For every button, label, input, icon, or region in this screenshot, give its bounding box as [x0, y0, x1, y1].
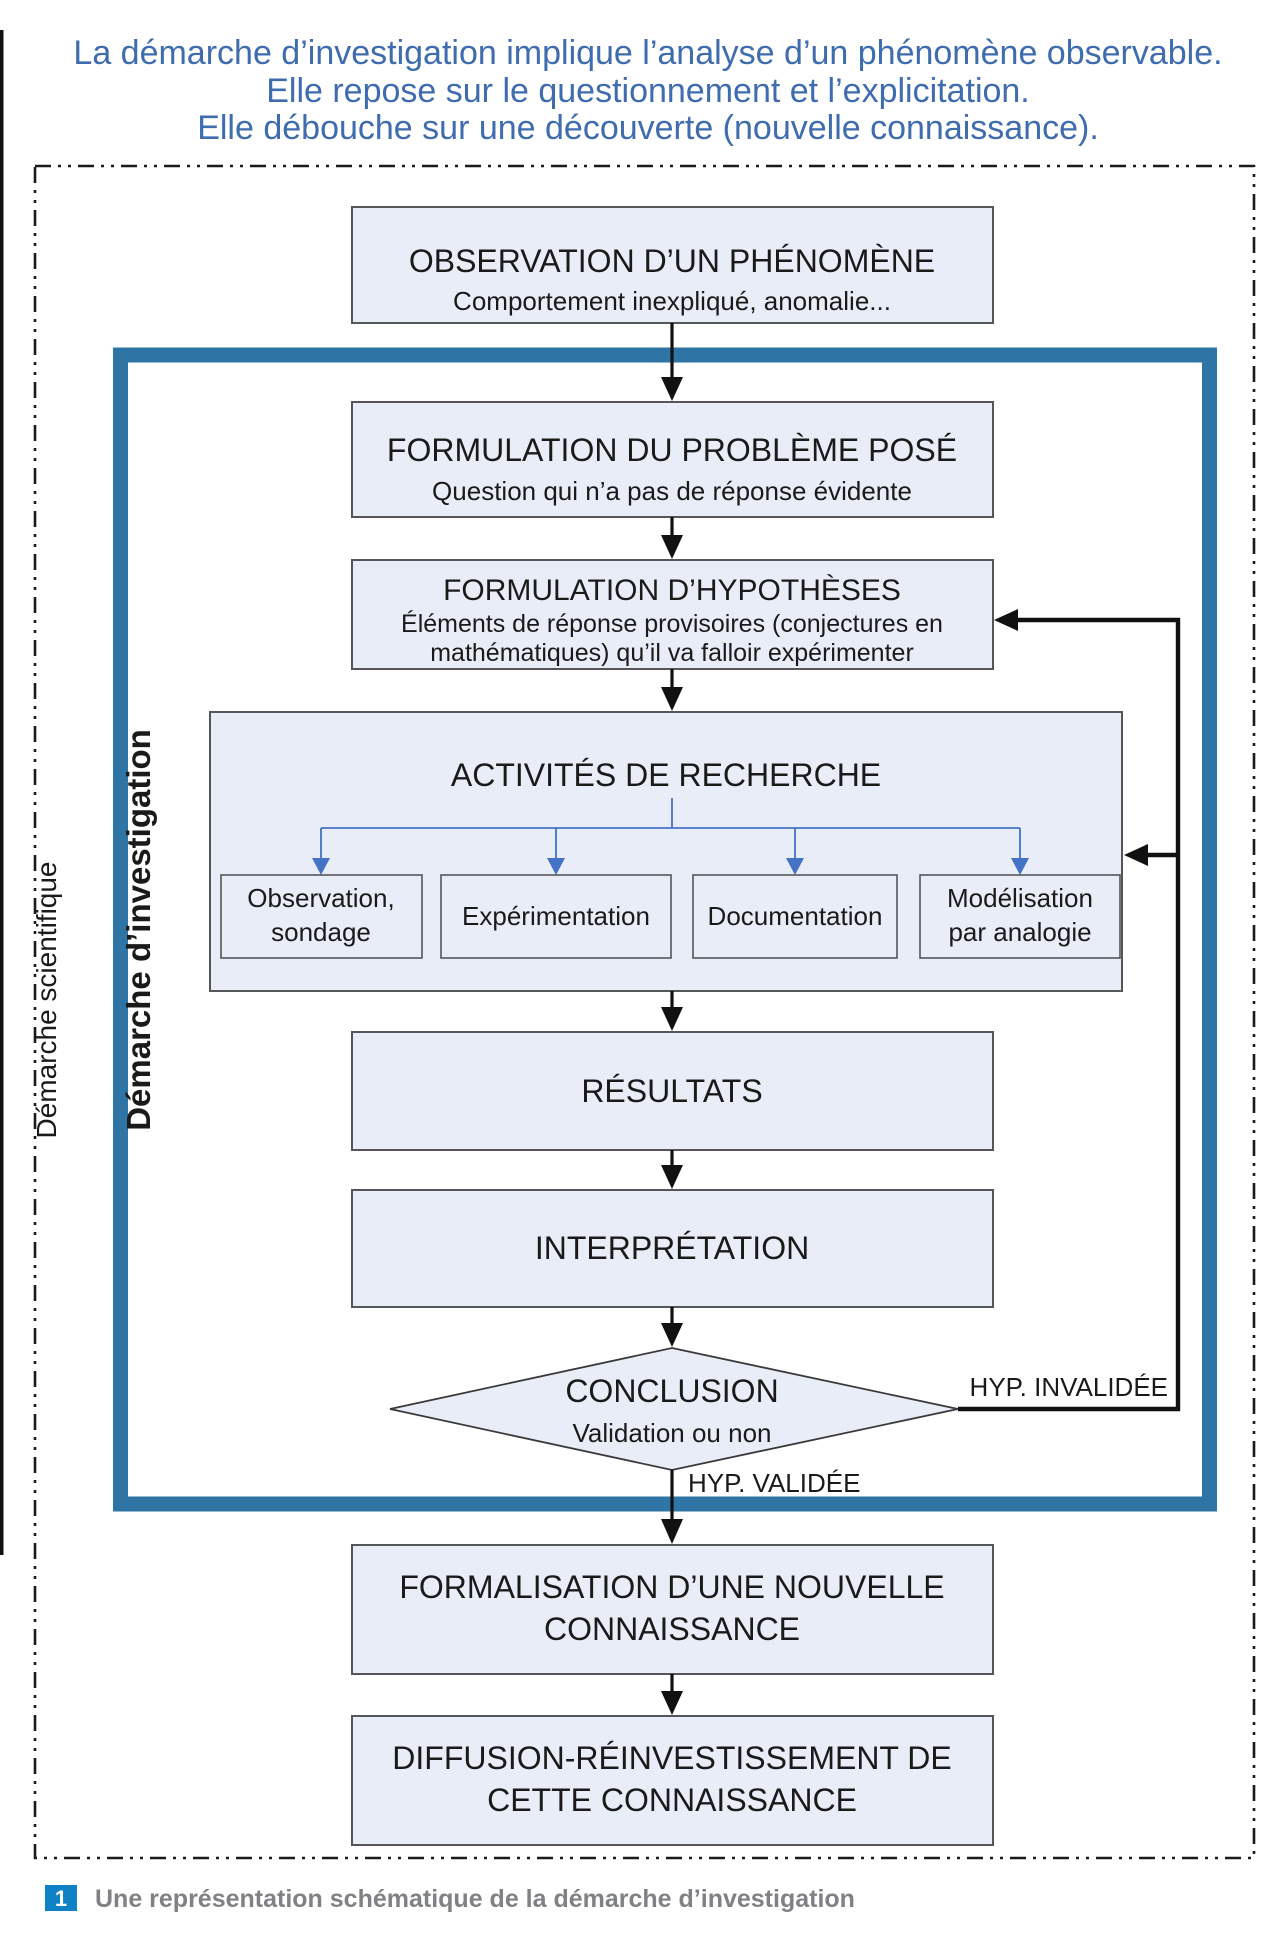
method-box: [919, 874, 1121, 959]
blue-arrowhead-icon: [786, 858, 804, 875]
header-line-1: La démarche d’investigation implique l’a…: [73, 34, 1222, 72]
conclusion-diamond: [389, 1347, 959, 1471]
scientific-frame: Démarche scientifique: [31, 164, 1256, 1860]
method-label-line2: sondage: [271, 917, 371, 947]
page-edge-line: [0, 30, 4, 1555]
arrow-probleme-to-hypotheses: [661, 517, 683, 559]
investigation-frame: Démarche d’investigation: [113, 347, 1217, 1512]
hypotheses-subtitle-1: Éléments de réponse provisoires (conject…: [401, 609, 943, 638]
method-label-line1: Expérimentation: [462, 901, 650, 931]
formalisation-line-2: CONNAISSANCE: [544, 1611, 800, 1647]
hypotheses-box: [351, 559, 994, 670]
scientific-frame-border: [33, 164, 1256, 1860]
recherche-title: ACTIVITÉS DE RECHERCHE: [451, 757, 881, 793]
resultats-title: RÉSULTATS: [581, 1073, 762, 1109]
arrow-conclusion-to-formalisation: HYP. VALIDÉE: [661, 1468, 860, 1544]
node-formalisation: FORMALISATION D’UNE NOUVELLE CONNAISSANC…: [351, 1544, 994, 1675]
method-label-line1: Modélisation: [947, 883, 1093, 913]
arrow-recherche-to-resultats: [661, 991, 683, 1031]
interpretation-box: [351, 1189, 994, 1308]
observation-box: [351, 206, 994, 324]
resultats-box: [351, 1031, 994, 1151]
diffusion-box: [351, 1715, 994, 1846]
hyp-invalidee-label: HYP. INVALIDÉE: [970, 1372, 1168, 1402]
node-conclusion: CONCLUSION Validation ou non: [389, 1347, 959, 1471]
arrowhead-down-icon: [661, 535, 683, 559]
arrowhead-down-icon: [661, 1007, 683, 1031]
formalisation-line-1: FORMALISATION D’UNE NOUVELLE: [399, 1569, 944, 1605]
method-box: [692, 874, 898, 959]
method-observation-sondage: Observation, sondage: [220, 874, 423, 959]
hypotheses-title: FORMULATION D’HYPOTHÈSES: [443, 574, 901, 607]
arrowhead-down-icon: [661, 1519, 683, 1544]
header-line-3: Elle débouche sur une découverte (nouvel…: [197, 109, 1099, 147]
arrowhead-down-icon: [661, 1323, 683, 1347]
conclusion-title: CONCLUSION: [565, 1373, 778, 1409]
blue-arrowhead-icon: [1011, 858, 1029, 875]
caption-text: Une représentation schématique de la dém…: [95, 1885, 855, 1913]
arrow-hypotheses-to-recherche: [661, 669, 683, 711]
caption-number-badge: [45, 1885, 77, 1911]
diffusion-line-2: CETTE CONNAISSANCE: [487, 1782, 857, 1818]
probleme-subtitle: Question qui n’a pas de réponse évidente: [432, 476, 912, 506]
node-diffusion: DIFFUSION-RÉINVESTISSEMENT DE CETTE CONN…: [351, 1715, 994, 1846]
observation-subtitle: Comportement inexpliqué, anomalie...: [453, 286, 891, 316]
method-label-line1: Observation,: [247, 883, 394, 913]
arrowhead-down-icon: [661, 1691, 683, 1715]
investigation-frame-border: [113, 347, 1217, 1512]
header-line-2: Elle repose sur le questionnement et l’e…: [266, 72, 1030, 110]
arrowhead-down-icon: [661, 377, 683, 401]
blue-arrowhead-icon: [312, 858, 330, 875]
interpretation-title: INTERPRÉTATION: [535, 1230, 809, 1266]
probleme-title: FORMULATION DU PROBLÈME POSÉ: [387, 432, 957, 468]
method-box: [440, 874, 672, 959]
node-resultats: RÉSULTATS: [351, 1031, 994, 1151]
arrow-formalisation-to-diffusion: [661, 1674, 683, 1715]
formalisation-box: [351, 1544, 994, 1675]
investigation-frame-label: Démarche d’investigation: [120, 729, 157, 1131]
conclusion-subtitle: Validation ou non: [572, 1418, 771, 1448]
diffusion-line-1: DIFFUSION-RÉINVESTISSEMENT DE: [392, 1740, 951, 1776]
method-label-line2: par analogie: [948, 917, 1091, 947]
method-modelisation: Modélisation par analogie: [919, 874, 1121, 959]
method-experimentation: Expérimentation: [440, 874, 672, 959]
probleme-box: [351, 401, 994, 518]
blue-arrowhead-icon: [547, 858, 565, 875]
node-hypotheses: FORMULATION D’HYPOTHÈSES Éléments de rép…: [351, 559, 994, 670]
scientific-frame-label: Démarche scientifique: [31, 861, 62, 1138]
method-box: [220, 874, 423, 959]
arrowhead-down-icon: [661, 1165, 683, 1189]
arrowhead-left-icon: [994, 609, 1018, 631]
feedback-loop-hyp-invalidee: HYP. INVALIDÉE: [958, 609, 1181, 1412]
arrow-interpretation-to-conclusion: [661, 1307, 683, 1347]
node-recherche: ACTIVITÉS DE RECHERCHE Observation, sond…: [209, 711, 1123, 992]
method-label-line1: Documentation: [708, 901, 883, 931]
arrowhead-down-icon: [661, 687, 683, 711]
hypotheses-subtitle-2: mathématiques) qu’il va falloir expérime…: [430, 639, 914, 667]
caption-number: 1: [55, 1886, 67, 1911]
observation-title: OBSERVATION D’UN PHÉNOMÈNE: [409, 243, 935, 279]
recherche-connector-tree: [312, 798, 1029, 875]
arrowhead-left-icon: [1124, 844, 1148, 866]
node-observation: OBSERVATION D’UN PHÉNOMÈNE Comportement …: [351, 206, 994, 324]
arrow-observation-to-probleme: [661, 323, 683, 401]
feedback-line: [958, 617, 1181, 1412]
arrow-resultats-to-interpretation: [661, 1150, 683, 1189]
hyp-validee-label: HYP. VALIDÉE: [688, 1468, 860, 1498]
header-title: La démarche d’investigation implique l’a…: [73, 34, 1222, 147]
node-probleme: FORMULATION DU PROBLÈME POSÉ Question qu…: [351, 401, 994, 518]
figure-caption: 1 Une représentation schématique de la d…: [45, 1885, 855, 1913]
method-documentation: Documentation: [692, 874, 898, 959]
node-interpretation: INTERPRÉTATION: [351, 1189, 994, 1308]
